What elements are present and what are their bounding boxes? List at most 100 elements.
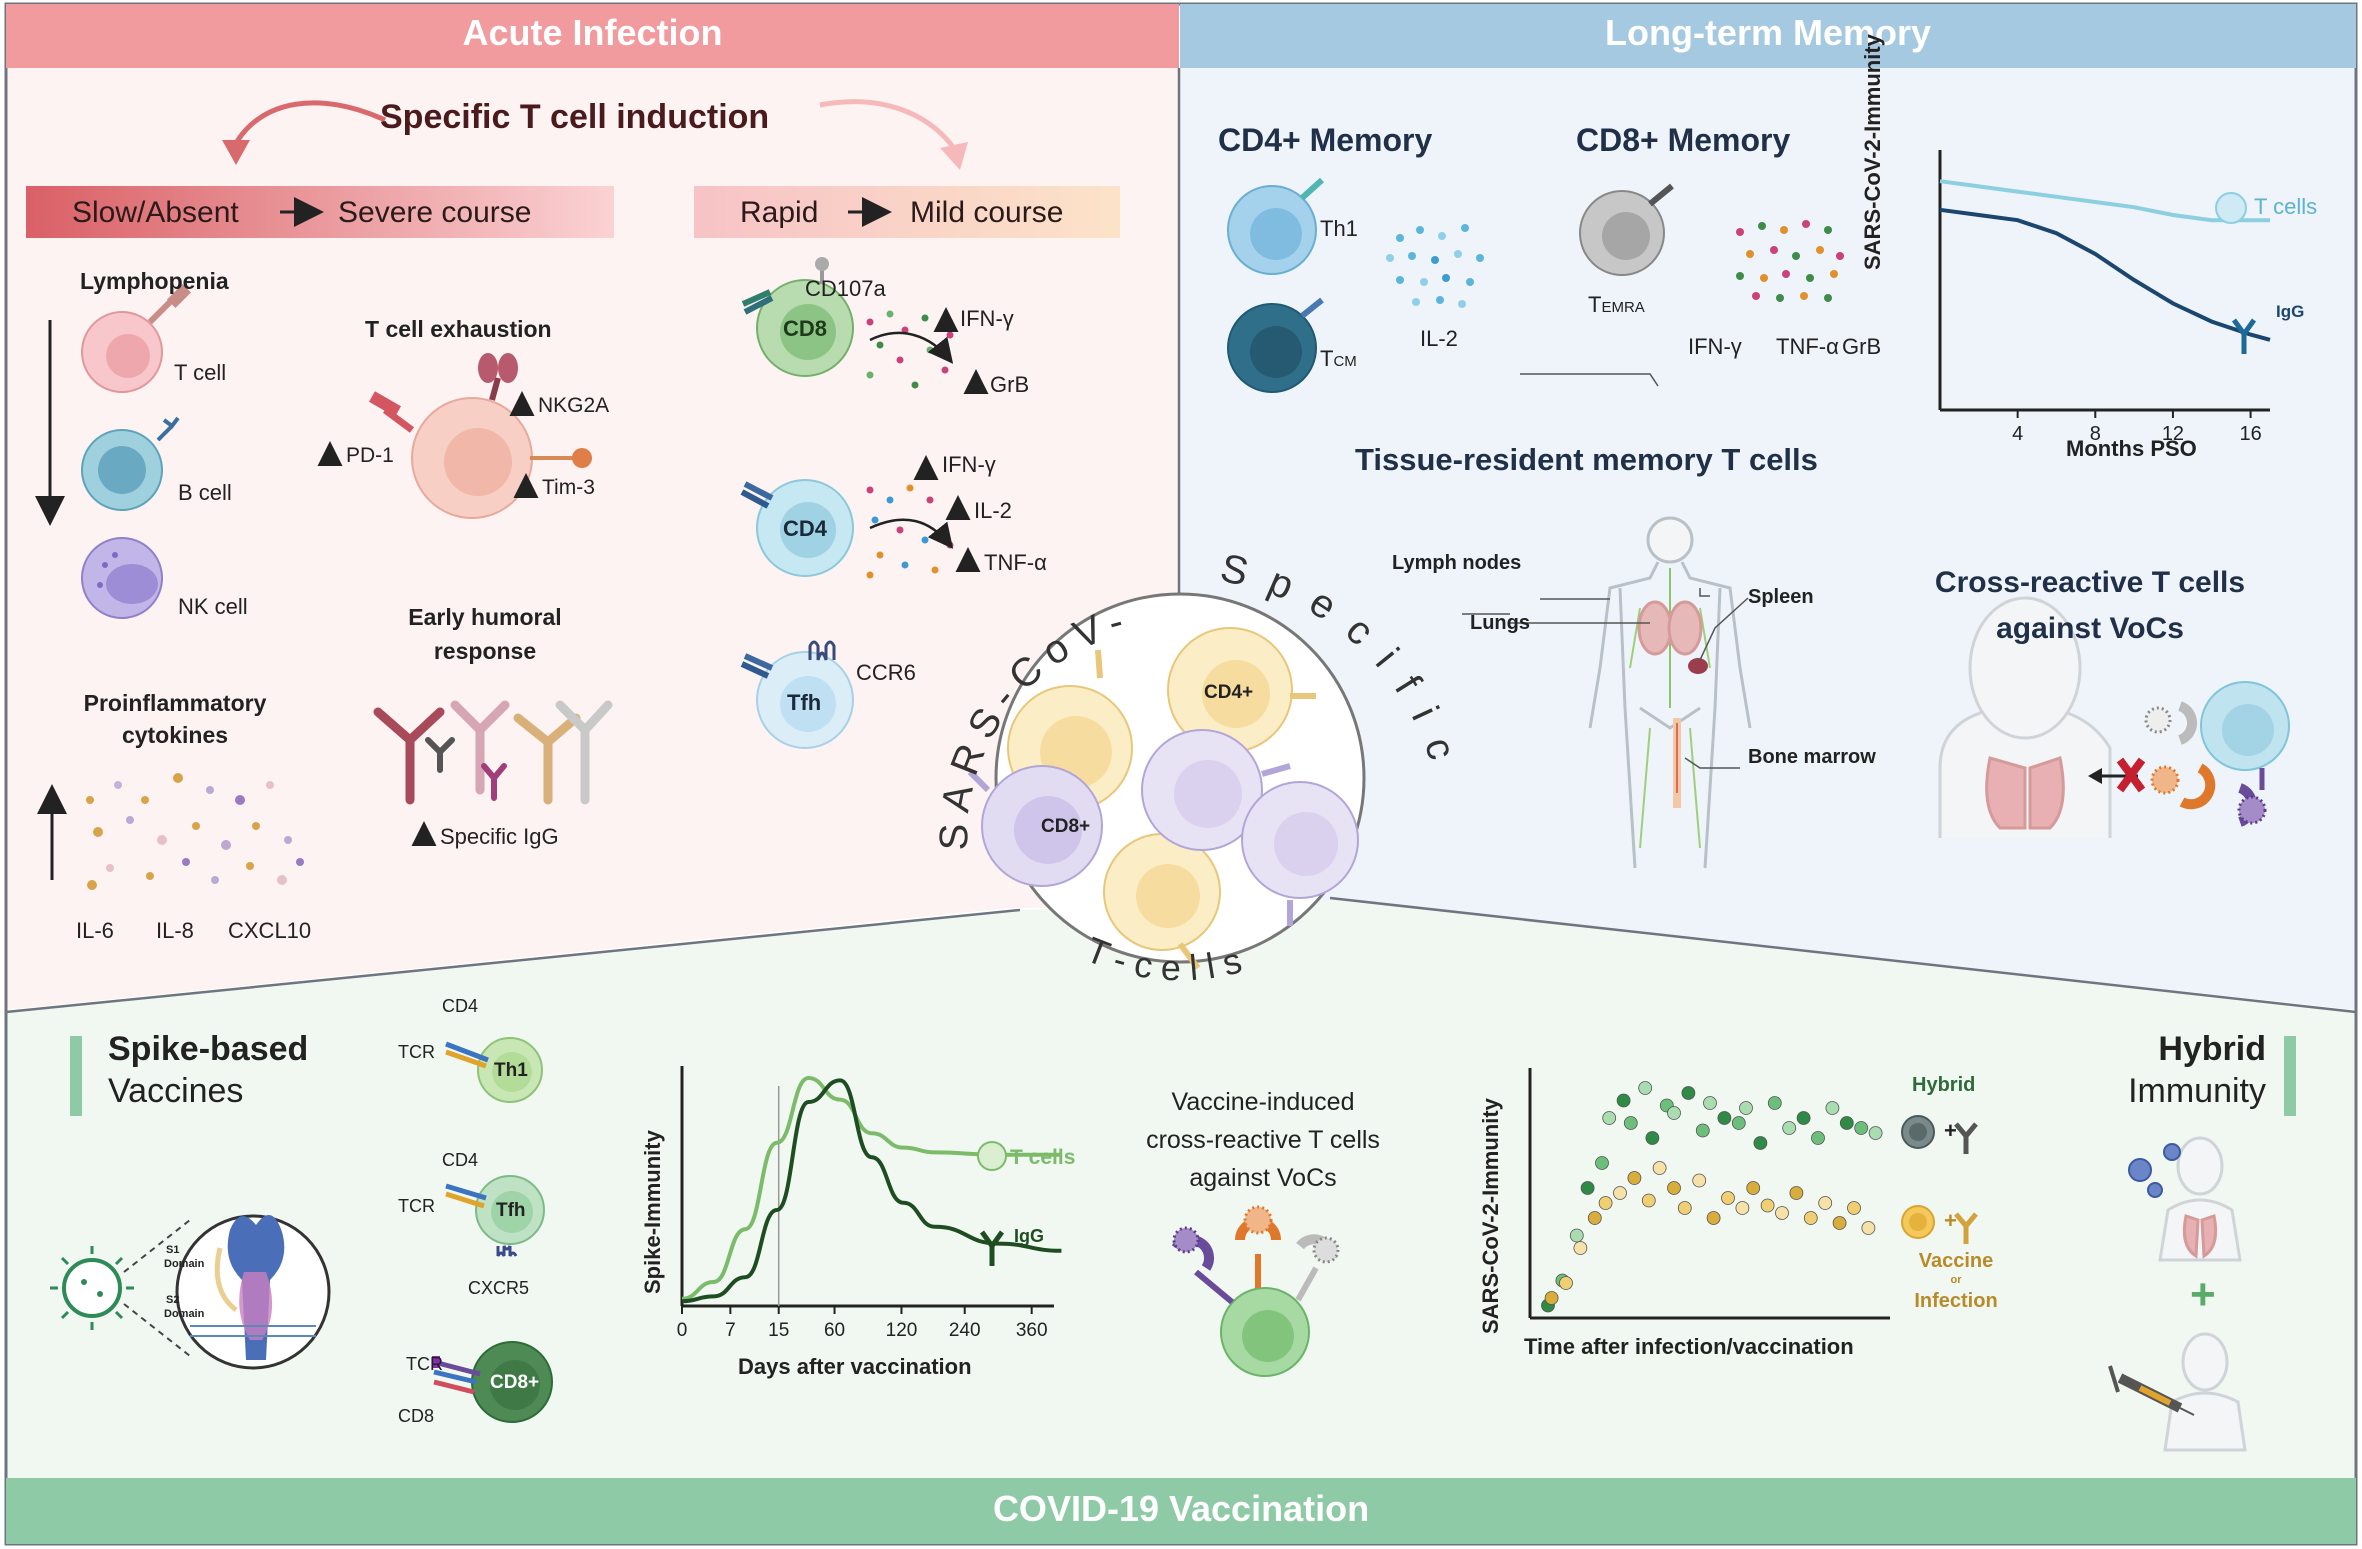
spike-chart-ylabel: Spike-Immunity bbox=[640, 1130, 665, 1294]
hybrid-point-hybrid bbox=[1731, 1116, 1746, 1130]
vaccine-legend-label: Vaccine bbox=[1918, 1250, 1994, 1272]
vaccine-cd8-cell-icon bbox=[432, 1341, 553, 1423]
hybrid-point-vaccine-or-infection bbox=[1652, 1161, 1667, 1175]
b-cell-icon bbox=[81, 416, 180, 511]
hybrid-point-vaccine-or-infection bbox=[1721, 1191, 1735, 1205]
cd4-cell-cluster bbox=[1007, 627, 1316, 970]
hybrid-point-vaccine-or-infection bbox=[1627, 1171, 1642, 1185]
hybrid-point-hybrid bbox=[1717, 1111, 1732, 1125]
ccr6-label: CCR6 bbox=[856, 660, 916, 685]
spike-x-tick-label: 15 bbox=[768, 1320, 789, 1341]
vaccine-legend-plus: + bbox=[1944, 1208, 1957, 1233]
vaccine-tfh-cell-icon bbox=[445, 1175, 545, 1257]
spike-legend-tcell-mark bbox=[977, 1141, 1007, 1171]
arrow-rapid bbox=[819, 99, 958, 152]
vaccination-footer-bar bbox=[6, 1478, 2356, 1544]
lymph-nodes-label: Lymph nodes bbox=[1392, 552, 1522, 574]
s2-domain-label: Domain bbox=[164, 1308, 205, 1320]
cd4-tnfa-label: TNF-α bbox=[984, 550, 1047, 575]
hybrid-point-hybrid bbox=[1753, 1136, 1768, 1150]
igg-antibodies-icon bbox=[373, 700, 613, 805]
vaccine-cross-title-3: against VoCs bbox=[1189, 1164, 1337, 1192]
vaccine-legend-icon bbox=[1901, 1205, 1978, 1244]
spike-x-tick-label: 0 bbox=[677, 1320, 688, 1341]
hybrid-plus-sign: + bbox=[2190, 1270, 2216, 1319]
cd4-cell-icon bbox=[740, 479, 854, 577]
hybrid-point-vaccine-or-infection bbox=[1735, 1201, 1750, 1215]
th1-label: Th1 bbox=[1320, 216, 1358, 241]
exhaustion-title: T cell exhaustion bbox=[365, 316, 552, 342]
vaccine-tfh-label: Tfh bbox=[496, 1200, 526, 1221]
vaccine-cd8-label: CD8+ bbox=[490, 1372, 540, 1393]
tfh-cell-icon bbox=[740, 640, 854, 749]
memory-legend-igg-mark bbox=[2231, 318, 2257, 354]
cross-reactive-title-1: Cross-reactive T cells bbox=[1934, 566, 2246, 599]
hybrid-point-vaccine-or-infection bbox=[1598, 1196, 1613, 1210]
hybrid-point-vaccine-or-infection bbox=[1677, 1201, 1692, 1215]
cd4-secretion-dots bbox=[866, 484, 954, 579]
human-body-icon bbox=[1588, 516, 1752, 869]
hybrid-point-hybrid bbox=[1667, 1106, 1681, 1120]
hybrid-point-hybrid bbox=[1595, 1156, 1609, 1170]
hybrid-point-hybrid bbox=[1839, 1116, 1854, 1130]
induction-title: Specific T cell induction bbox=[380, 98, 770, 136]
hybrid-point-vaccine-or-infection bbox=[1746, 1181, 1761, 1195]
cd4-il2-label: IL-2 bbox=[974, 498, 1012, 523]
memory-header-bar bbox=[1180, 4, 2356, 68]
cd8-label: CD8 bbox=[783, 316, 828, 341]
cross-reactive-cell-icon bbox=[2144, 681, 2290, 827]
hybrid-scatter-chart bbox=[1528, 1068, 1890, 1320]
hybrid-point-vaccine-or-infection bbox=[1667, 1181, 1681, 1195]
hybrid-point-vaccine-or-infection bbox=[1706, 1211, 1721, 1225]
pd1-label: PD-1 bbox=[346, 444, 394, 467]
proinfl-title-2: cytokines bbox=[121, 722, 229, 748]
vaccination-panel bbox=[6, 900, 2356, 1478]
center-cd4-label: CD4+ bbox=[1204, 682, 1254, 703]
hybrid-chart-xlabel: Time after infection/vaccination bbox=[1524, 1334, 1854, 1359]
hybrid-legend-icon bbox=[1901, 1115, 1978, 1154]
spike-x-tick-label: 60 bbox=[824, 1320, 845, 1341]
temra-label: TEMRA bbox=[1588, 292, 1645, 317]
spike-x-tick-label: 7 bbox=[725, 1320, 736, 1341]
cxcr5-label: CXCR5 bbox=[468, 1278, 530, 1298]
hybrid-legend-label: Hybrid bbox=[1912, 1074, 1976, 1096]
nkg2a-label: NKG2A bbox=[538, 394, 610, 417]
memory-tnfa-label: TNF-α bbox=[1776, 334, 1839, 359]
cytokine-dots-icon bbox=[86, 773, 304, 890]
slow-label: Slow/Absent bbox=[72, 196, 239, 229]
hybrid-point-vaccine-or-infection bbox=[1587, 1211, 1602, 1225]
memory-legend-tcell-mark bbox=[2215, 192, 2247, 224]
hybrid-point-hybrid bbox=[1739, 1101, 1753, 1115]
body-callout-lines bbox=[1462, 373, 1749, 769]
il2-dots-icon bbox=[1386, 224, 1484, 308]
hybrid-chart-ylabel: SARS-CoV-2-Immunity bbox=[1478, 1098, 1503, 1334]
hybrid-point-vaccine-or-infection bbox=[1641, 1193, 1656, 1208]
hybrid-point-vaccine-or-infection bbox=[1692, 1173, 1707, 1188]
cd8-cell-icon bbox=[741, 257, 854, 377]
hybrid-point-vaccine-or-infection bbox=[1818, 1196, 1833, 1210]
cd4-memory-title: CD4+ Memory bbox=[1218, 122, 1433, 158]
syringe-icon bbox=[2108, 1365, 2195, 1416]
spike-legend-tcells: T cells bbox=[1010, 1146, 1076, 1169]
tfh-tcr-label: TCR bbox=[398, 1196, 435, 1216]
hybrid-point-hybrid bbox=[1681, 1086, 1696, 1100]
memory-x-tick-label: 12 bbox=[2162, 423, 2184, 445]
humoral-title-2: response bbox=[433, 638, 537, 664]
spike-legend-igg-mark bbox=[979, 1230, 1005, 1266]
bone-marrow-label: Bone marrow bbox=[1748, 746, 1876, 768]
s2-label: S2 bbox=[166, 1294, 180, 1306]
hybrid-point-hybrid bbox=[1796, 1111, 1811, 1125]
hybrid-human-lower-icon bbox=[2163, 1332, 2247, 1452]
acute-graphics bbox=[26, 99, 1120, 890]
hybrid-point-vaccine-or-infection bbox=[1559, 1276, 1573, 1290]
memory-graphics bbox=[1227, 177, 2290, 869]
memory-legend-igg: IgG bbox=[2276, 302, 2305, 321]
hybrid-human-upper-icon bbox=[2158, 1136, 2242, 1262]
hybrid-point-hybrid bbox=[1825, 1101, 1840, 1115]
il8-label: IL-8 bbox=[156, 918, 194, 943]
trm-title: Tissue-resident memory T cells bbox=[1355, 442, 1818, 477]
temra-cell-icon bbox=[1579, 183, 1674, 276]
cd4-label: CD4 bbox=[783, 516, 828, 541]
